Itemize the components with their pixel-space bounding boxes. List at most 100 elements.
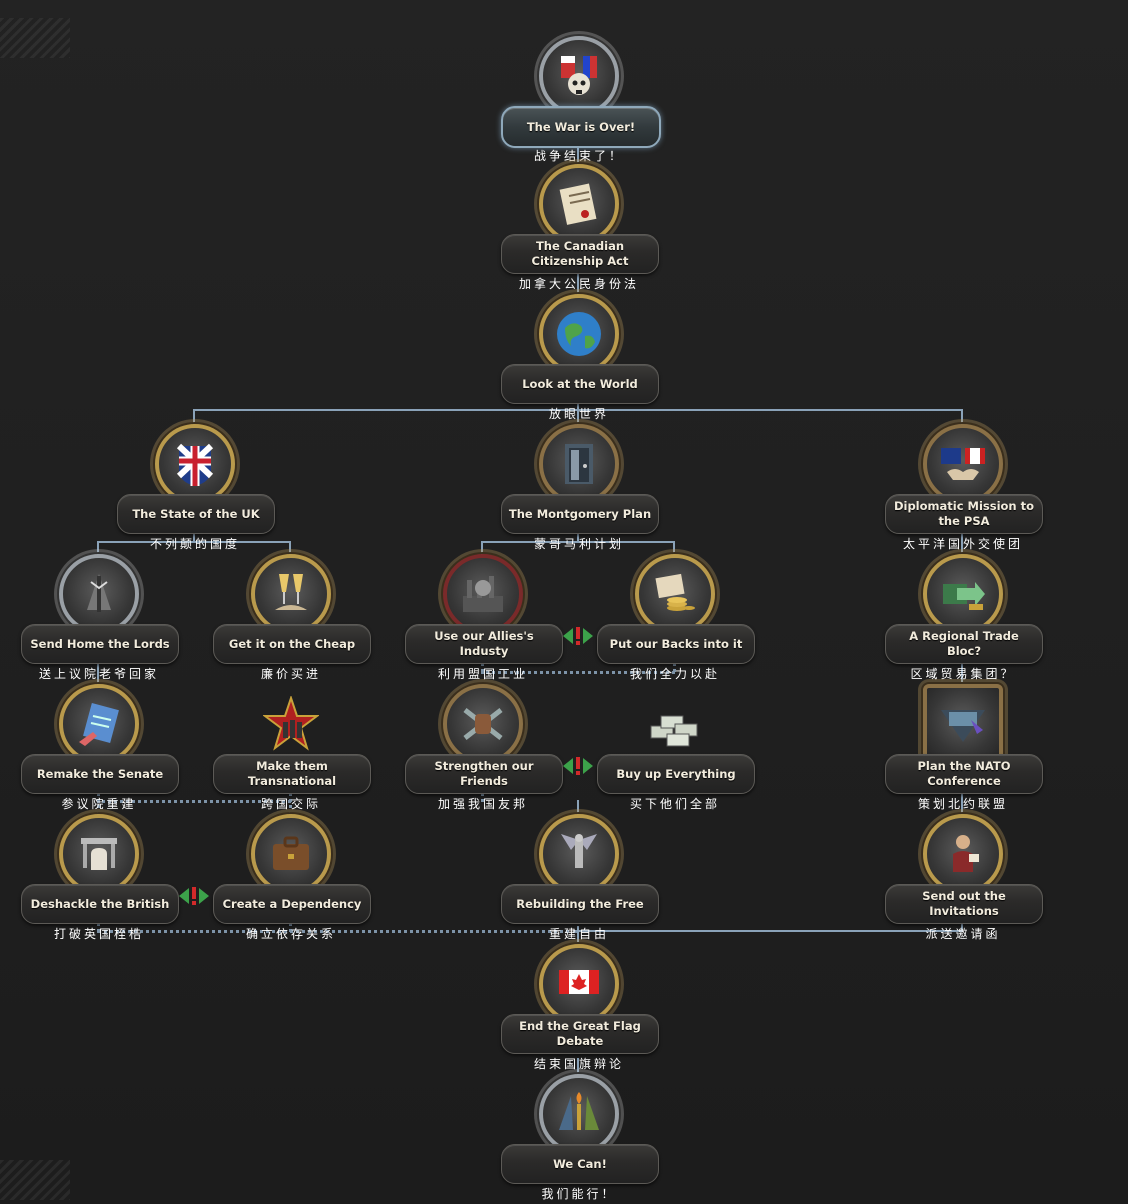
raised-fist-icon bbox=[59, 814, 139, 894]
focus-cn-label: 参议院重建 bbox=[61, 797, 137, 811]
focus-cn-label: 策划北约联盟 bbox=[917, 797, 1008, 811]
dotted-connector bbox=[97, 800, 291, 803]
focus-title-plate[interactable]: The Montgomery Plan bbox=[501, 494, 659, 534]
focus-title-plate[interactable]: Make them Transnational bbox=[213, 754, 371, 794]
connector-line bbox=[193, 526, 195, 542]
connector-line bbox=[97, 656, 99, 686]
dotted-connector bbox=[97, 930, 577, 933]
dotted-connector bbox=[289, 916, 292, 932]
door-icon bbox=[539, 424, 619, 504]
focus-title-plate[interactable]: We Can! bbox=[501, 1144, 659, 1184]
connector-line bbox=[961, 526, 963, 556]
focus-title-plate[interactable]: Send Home the Lords bbox=[21, 624, 179, 664]
focus-title: Rebuilding the Free bbox=[516, 896, 644, 911]
focus-cn-label: 加拿大公民身份法 bbox=[518, 277, 639, 291]
fist-tools-icon bbox=[443, 684, 523, 764]
focus-title-plate[interactable]: Strengthen our Friends bbox=[405, 754, 563, 794]
focus-title-plate[interactable]: Rebuilding the Free bbox=[501, 884, 659, 924]
connector-line bbox=[961, 916, 963, 932]
meeting-icon bbox=[923, 684, 1003, 764]
connector-line bbox=[673, 541, 675, 555]
focus-title: Get it on the Cheap bbox=[228, 636, 356, 651]
focus-cn-label: 跨国交际 bbox=[260, 797, 321, 811]
focus-cn-label: 利用盟国工业 bbox=[437, 667, 528, 681]
connector-line bbox=[577, 409, 579, 425]
connector-line bbox=[193, 409, 195, 425]
focus-cn-label: 确立依存关系 bbox=[245, 927, 336, 941]
focus-title-plate[interactable]: Get it on the Cheap bbox=[213, 624, 371, 664]
focus-cn-label: 我们能行！ bbox=[541, 1187, 617, 1201]
focus-title-plate[interactable]: End the Great Flag Debate bbox=[501, 1014, 659, 1054]
focus-title: A Regional Trade Bloc? bbox=[909, 629, 1019, 658]
dotted-connector bbox=[673, 656, 676, 672]
mutually-exclusive-icon bbox=[561, 625, 595, 647]
focus-cn-label: 战争结束了！ bbox=[533, 149, 624, 163]
focus-title-plate[interactable]: Plan the NATO Conference bbox=[885, 754, 1043, 794]
handshake-flags-icon bbox=[923, 424, 1003, 504]
document-icon bbox=[539, 164, 619, 244]
globe-icon bbox=[539, 294, 619, 374]
focus-title: Put our Backs into it bbox=[609, 636, 743, 651]
focus-title: The Montgomery Plan bbox=[508, 506, 652, 521]
connector-line bbox=[481, 541, 483, 555]
connector-line bbox=[961, 409, 963, 425]
focus-cn-label: 送上议院老爷回家 bbox=[38, 667, 159, 681]
focus-cn-label: 打破英国桎梏 bbox=[53, 927, 144, 941]
dotted-connector bbox=[97, 786, 100, 816]
canada-flag-icon bbox=[539, 944, 619, 1024]
focus-title-plate[interactable]: Put our Backs into it bbox=[597, 624, 755, 664]
focus-cn-label: 重建自由 bbox=[548, 927, 609, 941]
focus-title-plate[interactable]: The Canadian Citizenship Act bbox=[501, 234, 659, 274]
connector-line bbox=[577, 800, 579, 816]
focus-title-plate[interactable]: Look at the World bbox=[501, 364, 659, 404]
focus-title-plate[interactable]: A Regional Trade Bloc? bbox=[885, 624, 1043, 664]
factory-icon bbox=[443, 554, 523, 634]
focus-title-plate[interactable]: The State of the UK bbox=[117, 494, 275, 534]
mutually-exclusive-icon bbox=[177, 885, 211, 907]
focus-cn-label: 区域贸易集团？ bbox=[910, 667, 1016, 681]
focus-title: Buy up Everything bbox=[616, 766, 736, 781]
focus-title: Make them Transnational bbox=[247, 759, 337, 788]
connector-line bbox=[481, 541, 675, 543]
focus-title-plate[interactable]: The War is Over! bbox=[501, 106, 661, 148]
connector-line bbox=[577, 264, 579, 296]
focus-cn-label: 结束国旗辩论 bbox=[533, 1057, 624, 1071]
focus-title-plate[interactable]: Create a Dependency bbox=[213, 884, 371, 924]
coins-icon bbox=[635, 554, 715, 634]
winged-statue-icon bbox=[539, 814, 619, 894]
focus-title: Send Home the Lords bbox=[30, 636, 170, 651]
decorative-texture bbox=[0, 1160, 70, 1200]
connector-line bbox=[577, 1058, 579, 1076]
connector-line bbox=[577, 926, 579, 942]
focus-title-plate[interactable]: Deshackle the British bbox=[21, 884, 179, 924]
connector-line bbox=[961, 786, 963, 816]
trade-arrow-icon bbox=[923, 554, 1003, 634]
decorative-texture bbox=[0, 18, 70, 58]
focus-cn-label: 买下他们全部 bbox=[629, 797, 720, 811]
focus-title: The State of the UK bbox=[132, 506, 260, 521]
quill-icon bbox=[59, 684, 139, 764]
torch-flags-icon bbox=[539, 1074, 619, 1154]
focus-title: Deshackle the British bbox=[30, 896, 170, 911]
focus-title: Send out the Invitations bbox=[922, 889, 1006, 918]
focus-title-plate[interactable]: Buy up Everything bbox=[597, 754, 755, 794]
focus-title: Plan the NATO Conference bbox=[917, 759, 1011, 788]
focus-cn-label: 派送邀请函 bbox=[925, 927, 1001, 941]
mutually-exclusive-icon bbox=[561, 755, 595, 777]
focus-title: Diplomatic Mission to the PSA bbox=[893, 499, 1035, 528]
focus-title-plate[interactable]: Send out the Invitations bbox=[885, 884, 1043, 924]
focus-cn-label: 我们全力以赴 bbox=[629, 667, 720, 681]
focus-title-plate[interactable]: Diplomatic Mission to the PSA bbox=[885, 494, 1043, 534]
money-icon bbox=[635, 684, 715, 764]
focus-cn-label: 放眼世界 bbox=[548, 407, 609, 421]
focus-title-plate[interactable]: Remake the Senate bbox=[21, 754, 179, 794]
focus-title: We Can! bbox=[553, 1156, 607, 1171]
focus-title-plate[interactable]: Use our Allies's Industy bbox=[405, 624, 563, 664]
star-soldiers-icon bbox=[251, 684, 331, 764]
dotted-connector bbox=[289, 786, 292, 816]
focus-cn-label: 廉价买进 bbox=[260, 667, 321, 681]
messenger-icon bbox=[923, 814, 1003, 894]
focus-title: The War is Over! bbox=[526, 119, 636, 134]
fasces-icon bbox=[59, 554, 139, 634]
